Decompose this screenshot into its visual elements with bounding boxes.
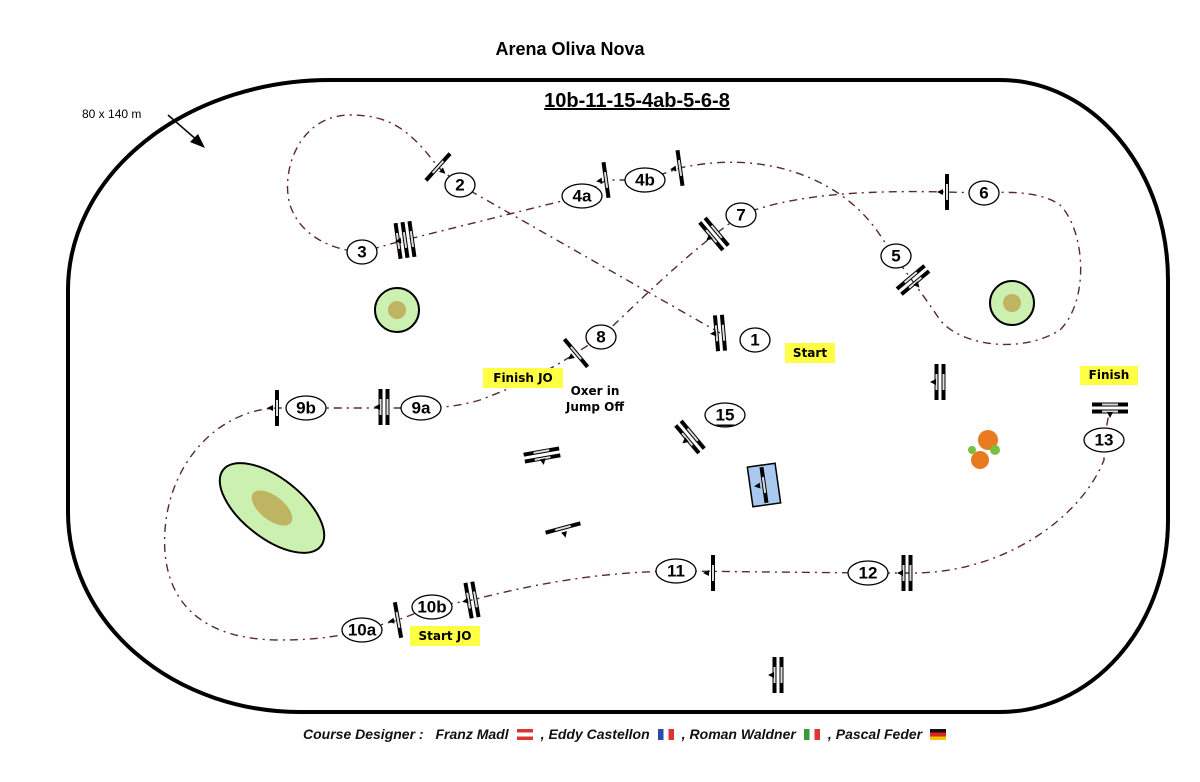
svg-text:15: 15 (716, 406, 735, 425)
fence-icon (710, 314, 728, 352)
fence-icon (462, 581, 481, 619)
fence-number-1: 1 (739, 327, 771, 353)
svg-text:9a: 9a (412, 399, 431, 418)
fence-icon (698, 216, 730, 252)
fence-number-9b: 9b (285, 395, 327, 421)
fence-icon (596, 161, 611, 199)
fence-icon (895, 264, 931, 296)
fence-number-7: 7 (725, 202, 757, 228)
svg-text:Finish JO: Finish JO (493, 371, 553, 385)
svg-text:10b: 10b (417, 598, 446, 617)
start-label: Start (785, 343, 835, 363)
tree-icon (218, 462, 326, 554)
designer-name: Pascal Feder (835, 726, 923, 742)
tree-icon (989, 280, 1035, 326)
fence-icon (545, 521, 581, 538)
austria-flag-icon (516, 728, 533, 740)
jumpoff-sequence: 10b-11-15-4ab-5-6-8 (544, 90, 730, 112)
fence-number-15: 15 (704, 402, 746, 428)
svg-text:11: 11 (667, 562, 685, 581)
flower-decoration-icon (968, 430, 1000, 469)
designer-name: Franz Madl (435, 726, 509, 742)
svg-text:6: 6 (979, 184, 988, 203)
svg-text:8: 8 (596, 328, 605, 347)
fence-number-11: 11 (655, 558, 697, 584)
svg-text:4a: 4a (573, 187, 592, 206)
svg-text:Start JO: Start JO (419, 629, 472, 643)
fence-icon (937, 174, 949, 210)
separator: , (681, 726, 686, 742)
fence-number-4b: 4b (624, 167, 666, 193)
fence-number-5: 5 (880, 243, 912, 269)
separator: , (540, 726, 545, 742)
fence-icon (897, 555, 913, 591)
tree-icon (374, 287, 420, 333)
fence-icon (267, 390, 279, 426)
designer-prefix: Course Designer : (303, 726, 424, 742)
course-route (163, 114, 1111, 641)
svg-text:3: 3 (357, 243, 366, 262)
fence-number-13: 13 (1083, 427, 1125, 453)
fence-number-4a: 4a (561, 183, 603, 209)
fence-icon (393, 220, 417, 260)
fence-icon (374, 389, 390, 425)
svg-text:2: 2 (455, 176, 464, 195)
svg-text:Start: Start (793, 346, 827, 360)
arena-size: 80 x 140 m (82, 107, 141, 121)
fence-icon (562, 337, 590, 369)
separator: , (827, 726, 832, 742)
oxer-note-line1: Oxer in (571, 384, 620, 398)
fence-number-12: 12 (847, 560, 889, 586)
svg-text:1: 1 (750, 331, 759, 350)
fence-icon (424, 152, 452, 182)
fence-icon (674, 419, 706, 455)
fence-icon (388, 601, 404, 639)
svg-text:10a: 10a (348, 621, 377, 640)
fence-number-10b: 10b (411, 594, 453, 620)
fence-icon (930, 364, 946, 400)
svg-text:5: 5 (891, 247, 900, 266)
fence-icon (703, 555, 715, 591)
fence-number-3: 3 (346, 239, 378, 265)
designer-name: Eddy Castellon (548, 726, 650, 742)
arena-boundary (66, 78, 1170, 714)
france-flag-icon (657, 728, 674, 740)
fence-number-8: 8 (585, 324, 617, 350)
fence-number-10a: 10a (341, 617, 383, 643)
svg-text:13: 13 (1095, 431, 1114, 450)
svg-text:Finish: Finish (1089, 368, 1130, 382)
svg-text:4b: 4b (635, 171, 655, 190)
italy-flag-icon (803, 728, 820, 740)
finish-label: Finish (1080, 366, 1138, 385)
finish-jo-label: Finish JO (483, 368, 563, 388)
fence-icon (670, 149, 685, 187)
entry-arrow-icon (167, 114, 205, 148)
designer-name: Roman Waldner (689, 726, 796, 742)
start-jo-label: Start JO (410, 626, 480, 646)
svg-text:7: 7 (736, 206, 745, 225)
oxer-note-line2: Jump Off (565, 400, 624, 414)
fence-icon (523, 446, 561, 465)
svg-text:12: 12 (859, 564, 878, 583)
course-designers: Course Designer : Franz Madl , Eddy Cast… (303, 726, 950, 742)
fence-icon (1092, 402, 1128, 418)
fence-icon (768, 657, 784, 693)
fence-number-2: 2 (444, 172, 476, 198)
fence-number-6: 6 (968, 180, 1000, 206)
germany-flag-icon (930, 728, 947, 740)
fence-icon (754, 466, 769, 504)
svg-text:9b: 9b (296, 399, 316, 418)
fence-number-9a: 9a (400, 395, 442, 421)
arena-title: Arena Oliva Nova (495, 39, 645, 59)
